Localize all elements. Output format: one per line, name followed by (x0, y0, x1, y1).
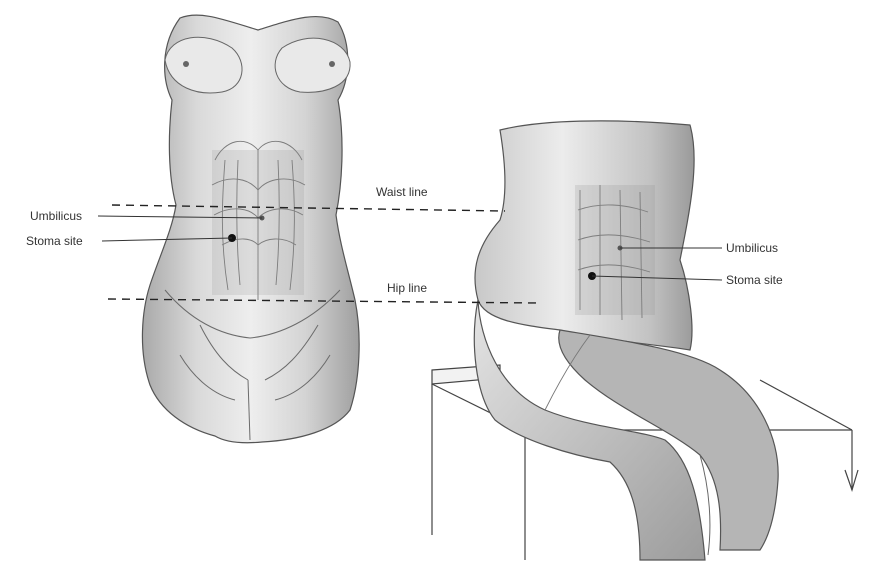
waist-line-label: Waist line (376, 185, 428, 199)
front-stoma-label: Stoma site (26, 234, 83, 248)
side-umbilicus-label: Umbilicus (726, 241, 778, 255)
side-stoma-label: Stoma site (726, 273, 783, 287)
seated-figure (432, 121, 858, 560)
front-chest-right (275, 38, 350, 92)
hip-line-label: Hip line (387, 281, 427, 295)
front-torso-figure (142, 15, 359, 443)
front-umbilicus-label: Umbilicus (30, 209, 82, 223)
